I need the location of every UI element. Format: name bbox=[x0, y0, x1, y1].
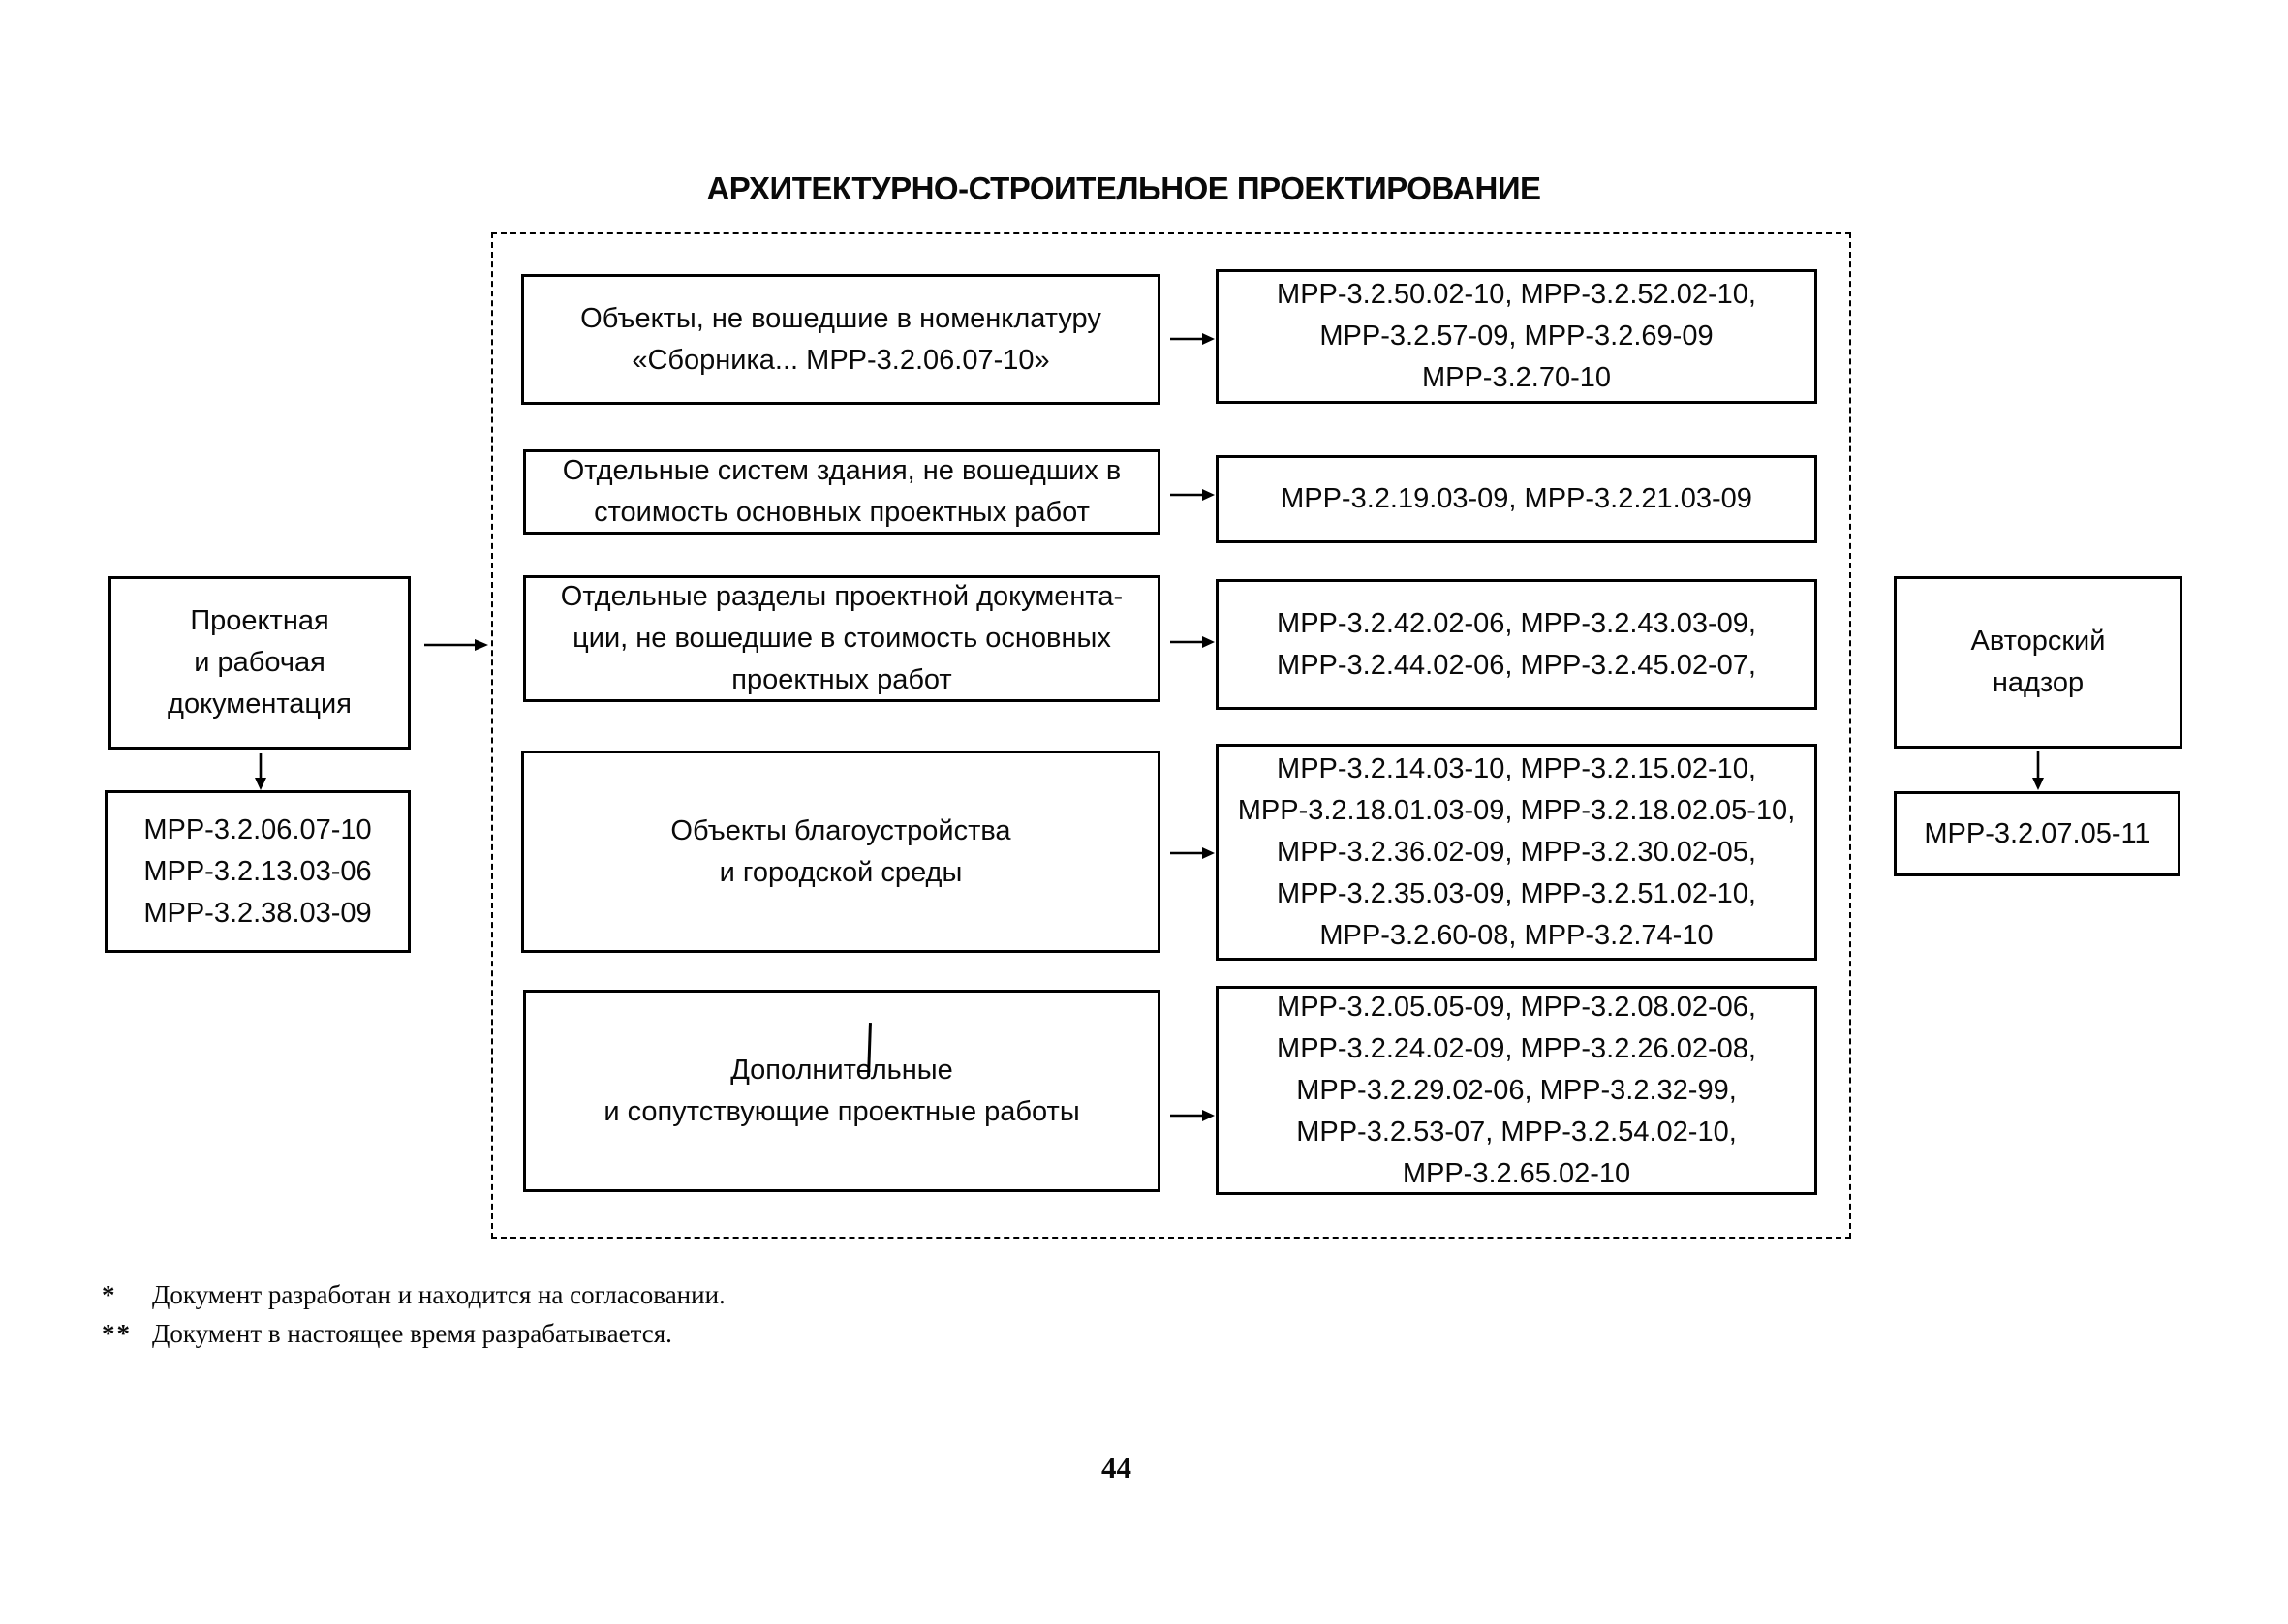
codes-box-author-supervision: МРР-3.2.07.05-11 bbox=[1894, 791, 2180, 876]
footnote-marker: ** bbox=[102, 1319, 132, 1348]
design-works-group-frame bbox=[491, 232, 1851, 1239]
codes-box-row-5: МРР-3.2.05.05-09, МРР-3.2.08.02-06,МРР-3… bbox=[1216, 986, 1817, 1195]
right-arrow-icon bbox=[1170, 489, 1215, 501]
codes-box-row-2: МРР-3.2.19.03-09, МРР-3.2.21.03-09 bbox=[1216, 455, 1817, 543]
footnote-2: ** Документ в настоящее время разрабатыв… bbox=[102, 1319, 1167, 1349]
footnote-text: Документ разработан и находится на согла… bbox=[152, 1280, 726, 1309]
footnote-text: Документ в настоящее время разрабатывает… bbox=[152, 1319, 672, 1348]
right-arrow-icon bbox=[1170, 333, 1215, 345]
category-box-separate-sections: Отдельные разделы проектной документа-ци… bbox=[523, 575, 1160, 702]
right-arrow-icon bbox=[424, 639, 488, 651]
down-arrow-icon bbox=[2032, 751, 2044, 790]
page-title: АРХИТЕКТУРНО-СТРОИТЕЛЬНОЕ ПРОЕКТИРОВАНИЕ bbox=[706, 170, 1541, 206]
right-arrow-icon bbox=[1170, 847, 1215, 859]
category-box-objects-outside-nomenclature: Объекты, не вошедшие в номенклатуру«Сбор… bbox=[521, 274, 1160, 405]
codes-box-row-1: МРР-3.2.50.02-10, МРР-3.2.52.02-10,МРР-3… bbox=[1216, 269, 1817, 404]
right-arrow-icon bbox=[1170, 636, 1215, 648]
right-arrow-icon bbox=[1170, 1110, 1215, 1121]
footnotes: * Документ разработан и находится на сог… bbox=[102, 1280, 1167, 1358]
page-number: 44 bbox=[1101, 1451, 1131, 1485]
codes-box-row-3: МРР-3.2.42.02-06, МРР-3.2.43.03-09,МРР-3… bbox=[1216, 579, 1817, 710]
down-arrow-icon bbox=[255, 753, 266, 790]
codes-box-row-4: МРР-3.2.14.03-10, МРР-3.2.15.02-10,МРР-3… bbox=[1216, 744, 1817, 961]
footnote-1: * Документ разработан и находится на сог… bbox=[102, 1280, 1167, 1310]
footnote-marker: * bbox=[102, 1280, 117, 1309]
